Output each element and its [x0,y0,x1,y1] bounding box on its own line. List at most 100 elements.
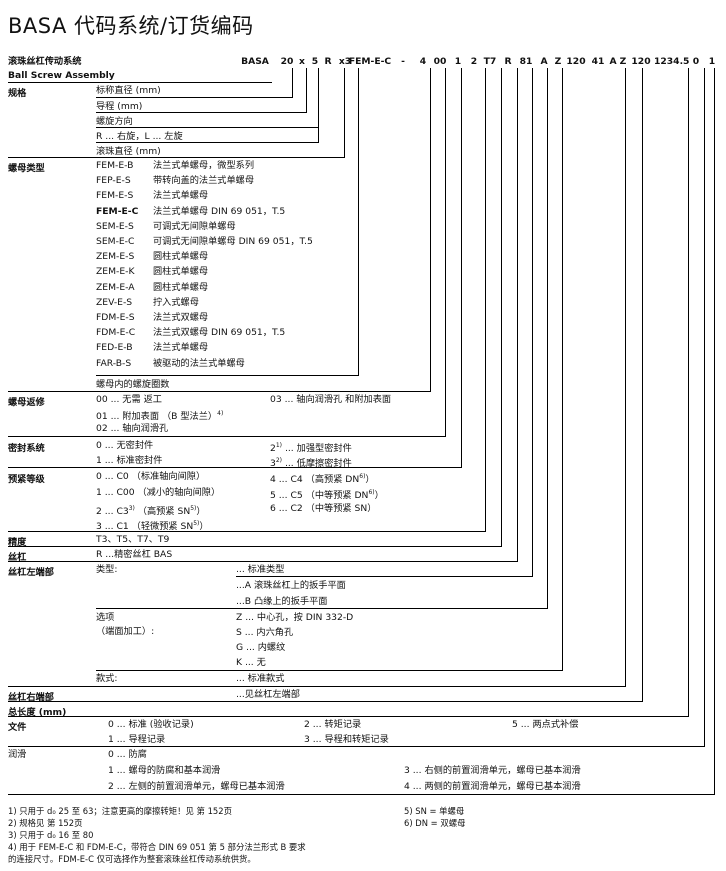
seal-2: 21) ... 加强型密封件 [270,440,352,455]
seal-3: 32) ... 低摩擦密封件 [270,455,352,470]
right-end-value: ...见丝杠左端部 [236,689,300,700]
nut-type-desc: 法兰式单螺母 [153,342,209,354]
preload-5-end: ） [374,490,384,501]
preload-0: 0 ... C0 （标准轴向间隙） [96,471,206,482]
leader-line [547,68,548,609]
code-segment: 1 [454,56,462,67]
nut-type-desc: 法兰式单螺母 [153,190,209,202]
docs-0: 0 ... 标准 (验收记录) [108,719,194,730]
spec-label: 规格 [8,88,27,99]
nut-type-desc: 法兰式单螺母，微型系列 [153,160,255,171]
spec-item: 螺旋方向 [96,116,133,127]
nut-return-03: 03 ... 轴向润滑孔 和附加表面 [270,394,392,405]
nut-type-code: ZEV-E-S [96,296,133,308]
leader-line [625,68,626,687]
rule [8,746,704,747]
spec-item: 标称直径 (mm) [96,85,161,96]
nut-type-code: ZEM-E-A [96,281,135,293]
preload-1: 1 ... C00 （减小的轴向间隙） [96,487,221,498]
preload-3-end: ） [199,521,209,532]
docs-1: 1 ... 导程记录 [108,734,166,745]
seal-2-text: ... 加强型密封件 [282,443,352,454]
nut-type-desc: 可调式无间隙单螺母 [153,220,236,232]
preload-5: 5 ... C5 （中等预紧 DN6)） [270,487,384,502]
docs-2: 2 ... 转矩记录 [304,719,362,730]
code-segment: Z [619,56,627,67]
preload-2-code: 2 ... C3 [96,506,129,517]
preload-3: 3 ... C1 （轻微预紧 SN5)） [96,518,209,533]
rule [8,531,485,532]
nut-type-code: FEM-E-C [96,205,139,217]
code-segment: A [609,56,617,67]
nut-type-desc: 被驱动的法兰式单螺母 [153,357,245,369]
nut-type-desc: 带转向盖的法兰式单螺母 [153,175,255,187]
nut-type-desc: 圆柱式单螺母 [153,266,209,278]
left-end-s: S ... 内六角孔 [236,627,294,638]
screw-label: 丝杠 [8,552,27,563]
lube-3: 3 ... 右侧的前置润滑单元，螺母已基本润滑 [404,765,581,776]
preload-4: 4 ... C4 （高预紧 DN6)） [270,471,375,486]
nut-type-code: FDM-E-S [96,312,135,323]
lube-2: 2 ... 左侧的前置润滑单元，螺母已基本润滑 [108,781,285,792]
seal-0: 0 ... 无密封件 [96,440,154,451]
rule [8,716,688,717]
nut-type-desc: 法兰式单螺母 DIN 69 051，T.5 [153,205,286,217]
nut-type-code: FEP-E-S [96,175,131,187]
preload-5-text: 5 ... C5 （中等预紧 DN [270,490,369,501]
leader-line [358,68,359,376]
code-segment: 4 [419,56,427,67]
seal-1: 1 ... 标准密封件 [96,455,163,466]
code-segment: - [401,56,405,67]
rule [8,701,642,702]
footnote-2: 2) 规格见 第 152页 [8,818,83,828]
footnote-ref: 1) [275,442,283,449]
code-segment: A [540,56,548,67]
spec-item: 导程 (mm) [96,101,143,112]
spec-item: R ... 右旋，L ... 左旋 [96,131,183,142]
code-segment: FEM-E-C [348,56,392,67]
system-label: 滚珠丝杠传动系统 [8,56,82,67]
preload-6: 6 ... C2 （中等预紧 SN） [270,503,377,514]
code-segment: 0 [692,56,700,67]
nut-type-desc: 可调式无间隙单螺母 DIN 69 051，T.5 [153,236,313,247]
footnote-5: 5) SN = 单螺母 [404,806,465,816]
rule [8,436,445,437]
rule [8,546,501,547]
nut-type-code: FEM-E-S [96,190,134,202]
docs-3: 3 ... 导程和转矩记录 [304,734,389,745]
leader-line [642,68,643,702]
leader-line [445,68,446,437]
left-end-options-label: 选项 [96,612,115,623]
nut-type-code: FED-E-B [96,342,133,354]
code-segment: 120 [631,56,651,67]
leader-line [517,68,518,562]
footnote-ref: 5) [190,505,197,512]
footnote-4-cont: 的连接尺寸。FDM-E-C 仅可选择作为整套滚珠丝杠传动系统供货。 [8,854,256,864]
rule [96,112,306,113]
leader-line [688,68,689,717]
spec-item: 滚珠直径 (mm) [96,146,161,157]
code-segment: x3 [338,56,352,67]
leader-line [485,68,486,532]
code-segment: 00 [433,56,447,67]
lube-4: 4 ... 两侧的前置润滑单元，螺母已基本润滑 [404,781,581,792]
left-end-label: 丝杠左端部 [8,567,54,578]
nut-type-code: ZEM-E-K [96,266,135,278]
accuracy-label: 精度 [8,537,27,548]
rule [8,686,625,687]
accuracy-value: T3、T5、T7、T9 [96,534,170,545]
footnote-ref: 6) [359,473,366,480]
left-end-type-value: ... 标准类型 [236,564,285,575]
rule [8,561,517,562]
preload-2-text: （高预紧 SN [134,506,191,517]
rule [96,97,292,98]
left-end-type-label: 类型: [96,564,118,575]
nut-type-code: FAR-B-S [96,357,132,369]
leader-line [344,68,345,158]
left-end-style-label: 款式: [96,673,118,684]
code-segment: 81 [519,56,533,67]
nut-return-01: 01 ... 附加表面 （B 型法兰）4) [96,408,223,423]
seal-3-code: 3 [270,458,276,469]
footnote-ref: 6) [368,489,375,496]
lube-1: 1 ... 螺母的防腐和基本润滑 [108,765,221,776]
